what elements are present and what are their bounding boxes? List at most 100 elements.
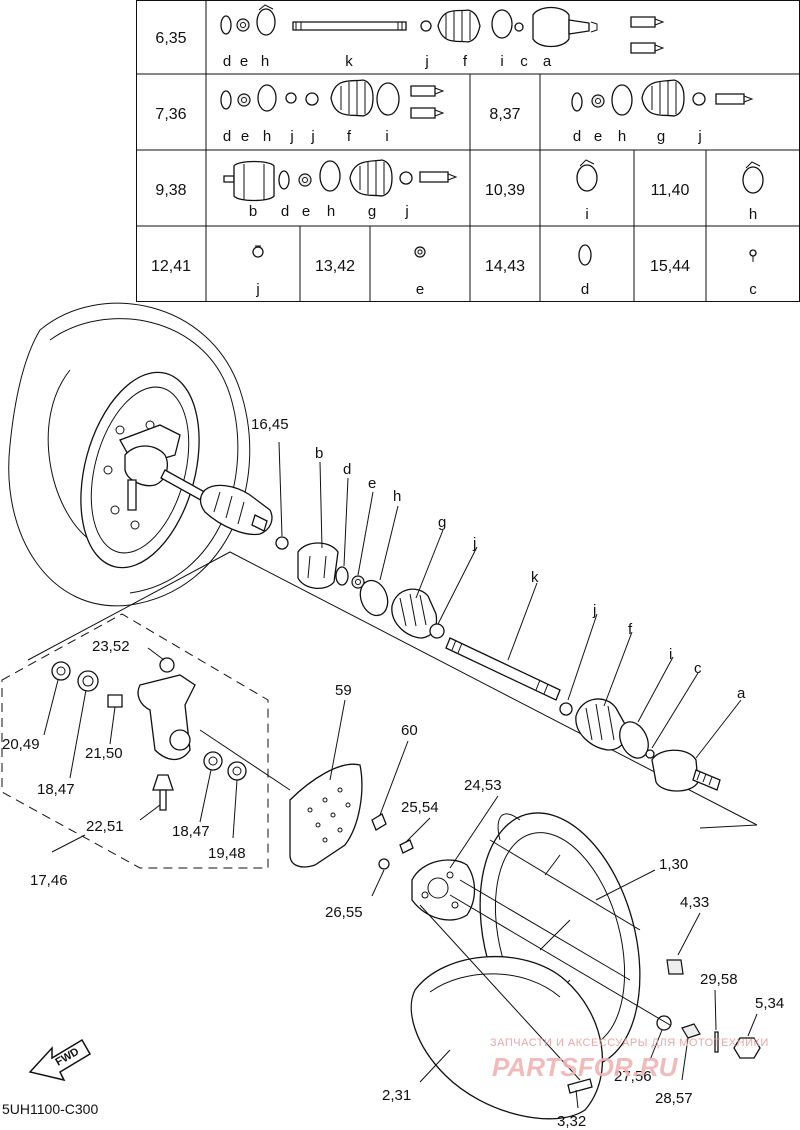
kit-13-42-letter: e (416, 281, 424, 298)
svg-text:j: j (697, 128, 701, 145)
watermark: ЗАПЧАСТИ И АКСЕССУАРЫ ДЛЯ МОТОТЕХНИКИ PA… (490, 1037, 769, 1082)
callout-21-50: 21,50 (85, 745, 123, 762)
table-ref-12-41: 12,41 (151, 258, 191, 275)
kit-6-35-letters: d e h k j f i c a (223, 53, 552, 70)
callout-25-54: 25,54 (401, 799, 439, 816)
callout-24-53: 24,53 (464, 777, 502, 794)
nut-4-33 (666, 959, 684, 975)
svg-text:e: e (241, 128, 249, 145)
callout-1-30: 1,30 (659, 856, 688, 873)
kit-10-39-parts (576, 159, 598, 192)
svg-text:PARTSFOR.RU: PARTSFOR.RU (492, 1052, 679, 1082)
leader-lines (43, 441, 758, 1109)
table-ref-8-37: 8,37 (489, 106, 520, 123)
callout-i: i (669, 646, 672, 663)
kit-12-41-letter: j (255, 281, 259, 298)
svg-text:g: g (368, 203, 376, 220)
svg-text:f: f (463, 53, 468, 70)
callout-labels: 16,45 b d e h g j k j f i c a 23,52 59 6… (2, 416, 784, 1130)
kit-11-40-letter: h (749, 206, 757, 223)
shaft-group-frame (27, 551, 758, 826)
callout-26-55: 26,55 (325, 904, 363, 921)
callout-b: b (315, 445, 323, 462)
kit-10-39-letter: i (585, 206, 588, 223)
kit-13-42-parts (414, 246, 426, 258)
svg-text:j: j (404, 203, 408, 220)
kit-14-43-letter: d (581, 281, 589, 298)
svg-text:k: k (345, 53, 353, 70)
callout-29-58: 29,58 (700, 971, 738, 988)
callout-j-2: j (592, 602, 596, 619)
callout-27-56: 27,56 (614, 1068, 652, 1085)
table-ref-15-44: 15,44 (650, 258, 690, 275)
kit-7-36-parts (220, 79, 445, 119)
callout-60: 60 (401, 722, 418, 739)
nut-28-57 (681, 1023, 701, 1039)
table-ref-6-35: 6,35 (155, 30, 186, 47)
brake-disc (289, 763, 363, 868)
kit-12-41-parts (252, 245, 264, 258)
table-ref-10-39: 10,39 (485, 182, 525, 199)
callout-k: k (531, 569, 539, 586)
svg-text:h: h (327, 203, 335, 220)
parts-kit-table: 6,35 d e h k j f i c a 7,36 (136, 0, 800, 302)
svg-text:e: e (302, 203, 310, 220)
svg-text:j: j (310, 128, 314, 145)
svg-text:e: e (240, 53, 248, 70)
driveshaft-parts (275, 536, 721, 792)
callout-f: f (628, 621, 633, 638)
steering-knuckle-parts (51, 657, 291, 811)
svg-text:d: d (573, 128, 581, 145)
svg-text:a: a (543, 53, 552, 70)
knuckle-group-frame (1, 613, 269, 869)
callout-c: c (694, 660, 702, 677)
kit-9-38-letters: b d e h g j (249, 203, 409, 220)
callout-5-34: 5,34 (755, 995, 784, 1012)
table-ref-11-40: 11,40 (651, 182, 690, 199)
exploded-parts-diagram: 16,45 b d e h g j k j f i c a 23,52 59 6… (1, 302, 784, 1130)
table-ref-14-43: 14,43 (485, 258, 525, 275)
callout-g: g (438, 514, 446, 531)
washer (378, 858, 390, 870)
svg-text:g: g (657, 128, 665, 145)
callout-e: e (368, 475, 376, 492)
svg-text:c: c (520, 53, 528, 70)
callout-d: d (343, 461, 351, 478)
callout-18-47-b: 18,47 (172, 823, 210, 840)
svg-text:d: d (223, 128, 231, 145)
callout-2-31: 2,31 (382, 1087, 411, 1104)
callout-16-45: 16,45 (251, 416, 289, 433)
svg-text:d: d (223, 53, 231, 70)
kit-15-44-parts (749, 249, 757, 262)
callout-23-52: 23,52 (92, 638, 130, 655)
callout-a: a (737, 685, 746, 702)
svg-text:i: i (500, 53, 503, 70)
callout-20-49: 20,49 (2, 736, 40, 753)
disc-bolt (371, 813, 387, 831)
svg-text:d: d (281, 203, 289, 220)
svg-text:f: f (347, 128, 352, 145)
callout-3-32: 3,32 (557, 1113, 586, 1130)
svg-text:i: i (385, 128, 388, 145)
kit-11-40-parts (742, 161, 764, 194)
diagram-code: 5UH1100-C300 (2, 1101, 98, 1117)
callout-22-51: 22,51 (86, 818, 124, 835)
front-wheel-assembly (8, 302, 273, 607)
table-ref-7-36: 7,36 (155, 106, 186, 123)
callout-59: 59 (335, 682, 352, 699)
svg-text:h: h (263, 128, 271, 145)
svg-text:j: j (424, 53, 428, 70)
callout-17-46: 17,46 (30, 872, 68, 889)
svg-text:ЗАПЧАСТИ И АКСЕССУАРЫ ДЛЯ МОТО: ЗАПЧАСТИ И АКСЕССУАРЫ ДЛЯ МОТОТЕХНИКИ (490, 1037, 769, 1049)
wheel-hub (411, 859, 476, 921)
kit-15-44-letter: c (749, 281, 757, 298)
table-grid (136, 0, 800, 302)
callout-4-33: 4,33 (680, 894, 709, 911)
cap-5-34 (733, 1037, 761, 1059)
svg-text:b: b (249, 203, 257, 220)
valve-3-32 (567, 1078, 593, 1094)
fwd-arrow-icon: FWD (28, 1038, 92, 1082)
kit-9-38-parts (223, 159, 458, 202)
kit-14-43-parts (578, 244, 592, 266)
kit-6-35-parts (220, 4, 665, 54)
